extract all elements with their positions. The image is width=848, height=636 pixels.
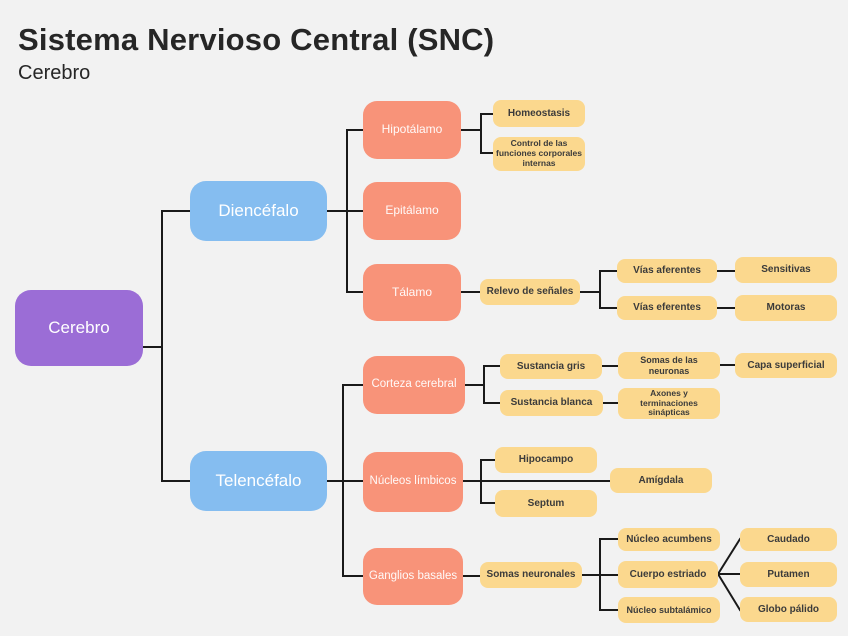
node-nucleos-limbicos[interactable]: Núcleos límbicos <box>363 452 463 512</box>
node-capa-superficial[interactable]: Capa superficial <box>735 353 837 378</box>
node-control-funciones[interactable]: Control de las funciones corporales inte… <box>493 137 585 171</box>
page-subtitle: Cerebro <box>18 62 91 84</box>
node-somas-neuronas[interactable]: Somas de las neuronas <box>618 352 720 379</box>
page-title: Sistema Nervioso Central (SNC) <box>18 22 495 57</box>
node-nucleo-acumbens[interactable]: Núcleo acumbens <box>618 528 720 551</box>
node-talamo[interactable]: Tálamo <box>363 264 461 321</box>
node-cuerpo-estriado[interactable]: Cuerpo estriado <box>618 561 718 588</box>
node-nucleo-subtalamico[interactable]: Núcleo subtalámico <box>618 597 720 623</box>
node-corteza-cerebral[interactable]: Corteza cerebral <box>363 356 465 414</box>
node-diencefalo[interactable]: Diencéfalo <box>190 181 327 241</box>
node-hipocampo[interactable]: Hipocampo <box>495 447 597 473</box>
node-hipotalamo[interactable]: Hipotálamo <box>363 101 461 159</box>
node-relevo-senales[interactable]: Relevo de señales <box>480 279 580 305</box>
node-vias-aferentes[interactable]: Vías aferentes <box>617 259 717 283</box>
node-homeostasis[interactable]: Homeostasis <box>493 100 585 127</box>
node-epitalamo[interactable]: Epitálamo <box>363 182 461 240</box>
node-cerebro[interactable]: Cerebro <box>15 290 143 366</box>
node-axones-terminaciones[interactable]: Axones y terminaciones sinápticas <box>618 388 720 419</box>
node-globo-palido[interactable]: Globo pálido <box>740 597 837 622</box>
node-motoras[interactable]: Motoras <box>735 295 837 321</box>
node-sustancia-blanca[interactable]: Sustancia blanca <box>500 390 603 416</box>
node-telencefalo[interactable]: Telencéfalo <box>190 451 327 511</box>
node-caudado[interactable]: Caudado <box>740 528 837 551</box>
node-vias-eferentes[interactable]: Vías eferentes <box>617 296 717 320</box>
node-somas-neuronales[interactable]: Somas neuronales <box>480 562 582 588</box>
node-sustancia-gris[interactable]: Sustancia gris <box>500 354 602 379</box>
node-septum[interactable]: Septum <box>495 490 597 517</box>
node-amigdala[interactable]: Amígdala <box>610 468 712 493</box>
node-ganglios-basales[interactable]: Ganglios basales <box>363 548 463 605</box>
node-sensitivas[interactable]: Sensitivas <box>735 257 837 283</box>
node-putamen[interactable]: Putamen <box>740 562 837 587</box>
